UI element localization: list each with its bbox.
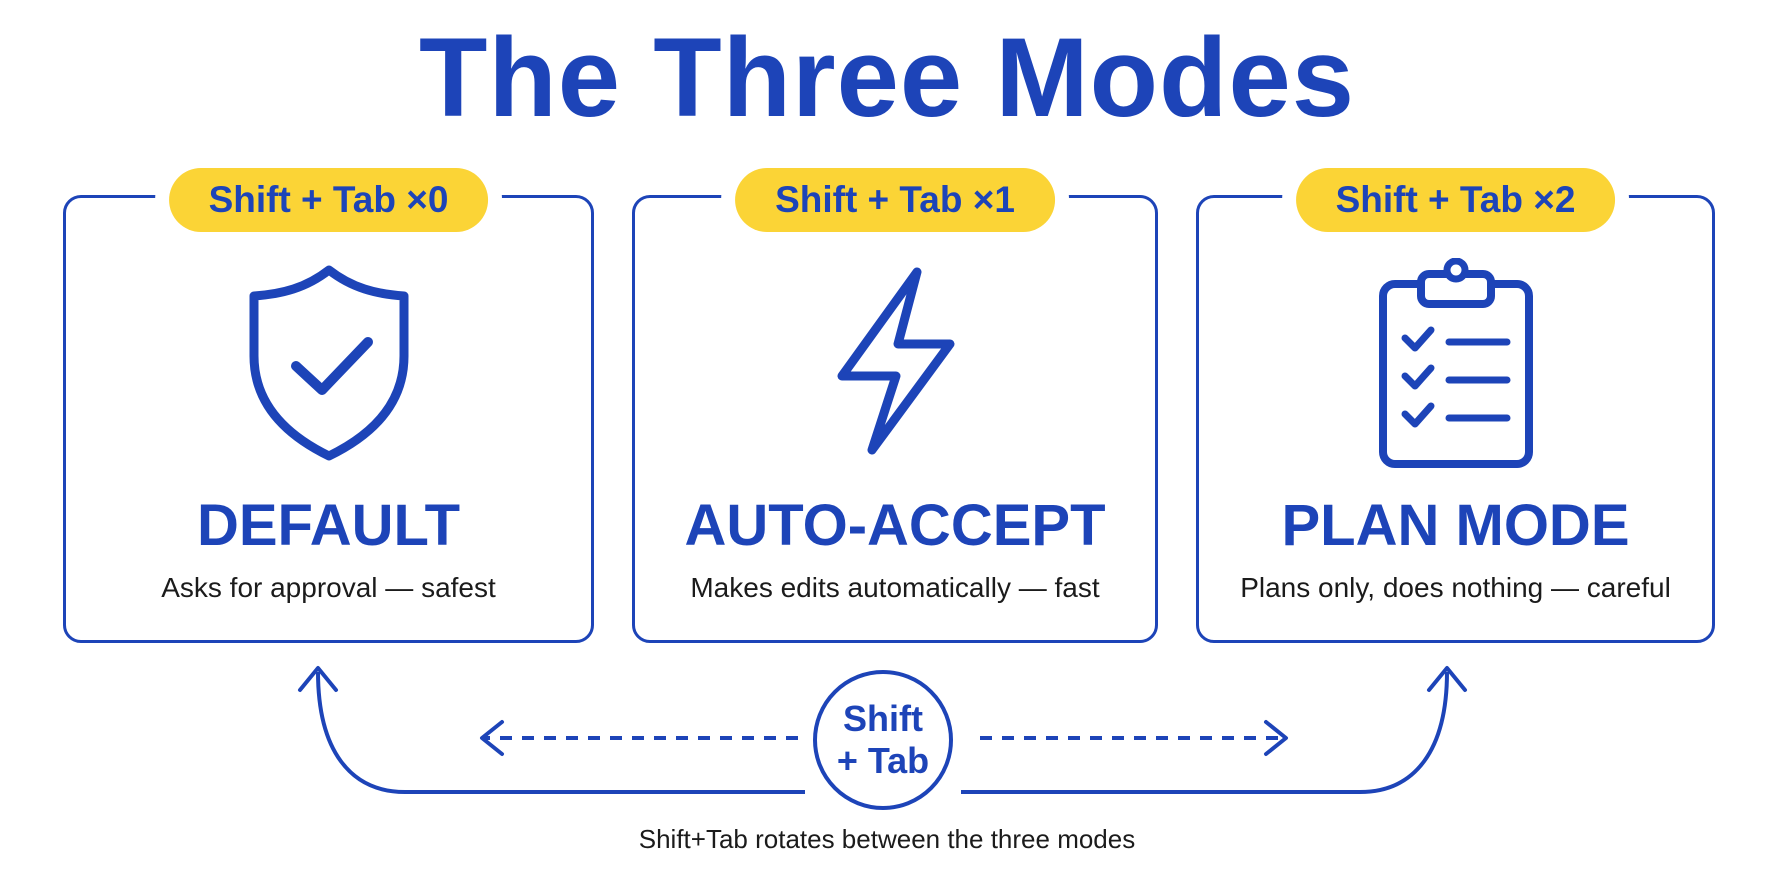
- shortcut-badge: Shift + Tab ×2: [1295, 168, 1616, 232]
- caption: Shift+Tab rotates between the three mode…: [638, 824, 1136, 854]
- mode-name: DEFAULT: [196, 493, 461, 558]
- shield-check-icon: [234, 258, 424, 468]
- lightning-bolt-icon: [800, 258, 990, 468]
- mode-description: Makes edits automatically — fast: [690, 572, 1100, 603]
- shift-tab-hub: Shift + Tab: [813, 670, 953, 810]
- right-arrowhead-up: [1427, 666, 1467, 692]
- left-return-arrow: [316, 671, 805, 794]
- page-title: The Three Modes: [418, 15, 1356, 140]
- mode-card-auto-accept: Shift + Tab ×1 AUTO-ACCEPT Makes edits a…: [632, 168, 1158, 643]
- right-return-arrow: [961, 671, 1449, 794]
- mode-name: AUTO-ACCEPT: [684, 493, 1106, 558]
- mode-description: Plans only, does nothing — careful: [1240, 572, 1671, 603]
- shortcut-badge: Shift + Tab ×1: [735, 168, 1055, 232]
- mode-card-default: Shift + Tab ×0 DEFAULT Asks for approval…: [63, 168, 594, 643]
- mode-card-plan-mode: Shift + Tab ×2 PLAN MODE Plans only, doe…: [1196, 168, 1715, 643]
- hub-line-2: + Tab: [836, 740, 930, 781]
- dashed-left-arrowhead: [480, 720, 504, 756]
- shortcut-badge: Shift + Tab ×0: [168, 168, 489, 232]
- dashed-right-arrowhead: [1264, 720, 1288, 756]
- mode-name: PLAN MODE: [1281, 493, 1630, 558]
- hub-line-1: Shift: [843, 698, 923, 739]
- mode-description: Asks for approval — safest: [161, 572, 496, 603]
- clipboard-checklist-icon: [1361, 258, 1551, 468]
- left-arrowhead-up: [298, 666, 338, 692]
